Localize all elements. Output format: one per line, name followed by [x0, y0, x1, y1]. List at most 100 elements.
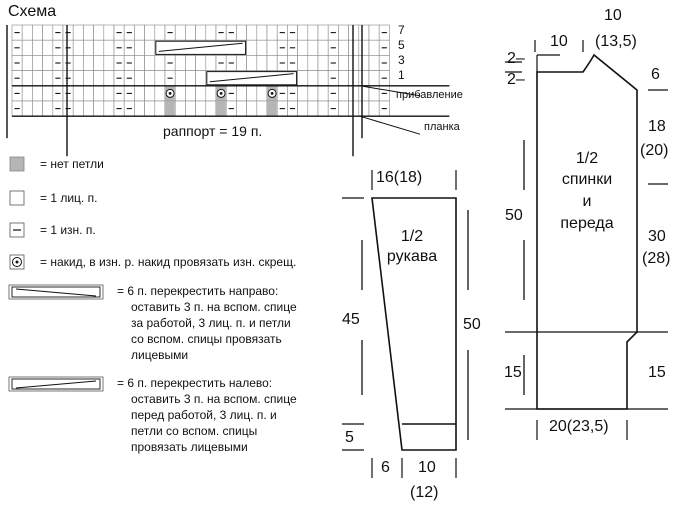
- chart-cell: [174, 85, 186, 102]
- chart-cell: [195, 100, 207, 117]
- chart-cell: [144, 85, 156, 102]
- chart-cell: [21, 24, 33, 41]
- chart-cell: [368, 55, 380, 71]
- armhole-depth-alt: (20): [640, 142, 669, 159]
- legend-yarn-over: = накид, в изн. р. накид провязать изн. …: [40, 255, 297, 269]
- chart-cell: [144, 55, 156, 71]
- neck-depth-2: 2–: [507, 71, 525, 88]
- chart-cell: [42, 70, 54, 87]
- chart-cell: [42, 24, 54, 41]
- no-stitch-cell: [267, 101, 277, 116]
- chart-cell: [154, 70, 166, 87]
- chart-cell: [32, 39, 43, 56]
- legend-knit: = 1 лиц. п.: [40, 191, 98, 205]
- chart-cell: [42, 85, 54, 102]
- chart-cell: [83, 55, 94, 71]
- placket-pointer: [359, 115, 421, 135]
- chart-cell: [93, 85, 105, 102]
- chart-cell: [72, 39, 84, 56]
- chart-cell: [83, 70, 94, 87]
- chart-cell: [348, 85, 360, 102]
- chart-cell: [236, 24, 247, 41]
- chart-cell: [307, 85, 319, 102]
- body-outline: [536, 53, 638, 410]
- no-stitch-icon: [9, 156, 25, 172]
- chart-cell: [236, 55, 247, 71]
- cable-right-diagonal-icon: [15, 288, 97, 297]
- chart-cell: [174, 100, 186, 117]
- chart-cell: [134, 55, 145, 71]
- sleeve-label-2: рукава: [386, 248, 438, 265]
- chart-cell: [154, 100, 166, 117]
- chart-cell: [134, 70, 145, 87]
- chart-cell: [297, 24, 309, 41]
- chart-cell: [266, 55, 278, 71]
- cable-left-line: провязать лицевыми: [131, 440, 248, 454]
- sleeve-left-height: 45: [342, 311, 360, 328]
- row-number-5: 5: [398, 38, 405, 52]
- chart-cell: [154, 24, 166, 41]
- yarn-over-dot: [168, 92, 172, 95]
- body-neck-width: 10: [550, 33, 568, 50]
- cable-right-line: лицевыми: [131, 348, 189, 362]
- chart-cell: [144, 39, 156, 56]
- sleeve-cuff-height: 5: [345, 429, 354, 446]
- chart-cell: [93, 70, 105, 87]
- chart-cell: [256, 100, 268, 117]
- cable-left-line: перед работой, 3 лиц. п. и: [131, 408, 277, 422]
- chart-cell: [246, 100, 258, 117]
- chart-cell: [42, 55, 54, 71]
- chart-cell: [72, 100, 84, 117]
- chart-cell: [348, 55, 360, 71]
- chart-cell: [185, 100, 196, 117]
- chart-cell: [83, 24, 94, 41]
- chart-title: Схема: [8, 3, 57, 20]
- chart-cell: [93, 55, 105, 71]
- chart-cell: [195, 85, 207, 102]
- cable-diagonal: [209, 73, 294, 83]
- chart-cell: [348, 70, 360, 87]
- body-label-4: переда: [560, 215, 614, 232]
- chart-cell: [103, 55, 115, 71]
- chart-cell: [368, 70, 380, 87]
- body-shoulder-width: (13,5): [595, 33, 637, 50]
- row-number-3: 3: [398, 53, 405, 67]
- chart-cell: [144, 100, 156, 117]
- chart-cell: [154, 85, 166, 102]
- chart-cell: [205, 85, 217, 102]
- chart-cell: [348, 100, 360, 117]
- chart-cell: [93, 39, 105, 56]
- chart-cell: [317, 24, 329, 41]
- side-length: 30: [648, 228, 666, 245]
- chart-cell: [103, 39, 115, 56]
- chart-cell: [144, 24, 156, 41]
- chart-cell: [83, 39, 94, 56]
- chart-cell: [256, 39, 268, 56]
- yarn-over-dot-icon: [15, 260, 19, 264]
- chart-cell: [134, 85, 145, 102]
- legend-icons: [8, 156, 104, 392]
- hem-right: 15: [648, 364, 666, 381]
- chart-cell: [236, 85, 247, 102]
- chart-cell: [205, 55, 217, 71]
- chart-cell: [83, 85, 94, 102]
- chart-cell: [174, 70, 186, 87]
- chart-cell: [317, 85, 329, 102]
- chart-cell: [358, 39, 370, 56]
- chart-cell: [348, 39, 360, 56]
- cable-right-line: за работой, 3 лиц. п. и петли: [131, 316, 291, 330]
- side-length-alt: (28): [642, 250, 671, 267]
- chart-cell: [83, 100, 94, 117]
- chart-cell: [93, 24, 105, 41]
- chart-cell: [205, 100, 217, 117]
- chart-cell: [256, 55, 268, 71]
- legend-purl: = 1 изн. п.: [40, 223, 96, 237]
- chart-cell: [317, 100, 329, 117]
- chart-cell: [297, 39, 309, 56]
- chart-cell: [307, 39, 319, 56]
- chart-cell: [195, 24, 207, 41]
- body-bottom-width: 20(23,5): [549, 418, 609, 435]
- no-stitch-cell: [216, 101, 226, 116]
- chart-cell: [348, 24, 360, 41]
